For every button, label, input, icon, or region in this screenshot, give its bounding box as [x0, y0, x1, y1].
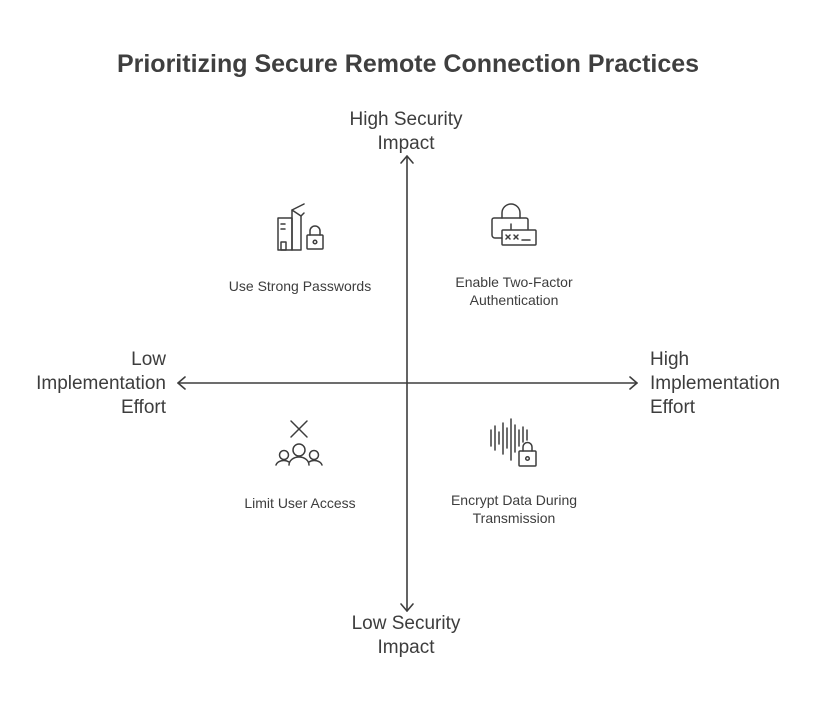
quadrant-item-bottom-right: Encrypt Data During Transmission — [414, 416, 614, 527]
right-arrowhead — [629, 376, 638, 390]
quadrant-item-top-right: Enable Two-Factor Authentication — [414, 200, 614, 309]
quadrant-item-top-left: Use Strong Passwords — [200, 200, 400, 295]
left-arrowhead — [177, 376, 186, 390]
two-factor-lock-icon — [491, 203, 537, 246]
quadrant-item-label: Encrypt Data During Transmission — [450, 492, 578, 526]
quadrant-item-label: Enable Two-Factor Authentication — [455, 274, 573, 308]
down-arrowhead — [400, 603, 414, 612]
users-restricted-icon — [275, 420, 323, 466]
y-axis-bottom-label: Low Security Impact — [351, 613, 461, 658]
x-axis-left-label: Low Implementation Effort — [36, 349, 166, 418]
y-axis-top-label: High Security Impact — [349, 109, 463, 154]
diagram-title: Prioritizing Secure Remote Connection Pr… — [116, 50, 700, 78]
quadrant-item-label: Use Strong Passwords — [228, 278, 372, 294]
encrypted-signal-icon — [490, 418, 537, 467]
up-arrowhead — [400, 155, 414, 164]
quadrant-item-bottom-left: Limit User Access — [200, 416, 400, 512]
password-server-lock-icon — [277, 203, 324, 251]
x-axis-right-label: High Implementation Effort — [650, 349, 780, 418]
quadrant-item-label: Limit User Access — [244, 495, 356, 511]
